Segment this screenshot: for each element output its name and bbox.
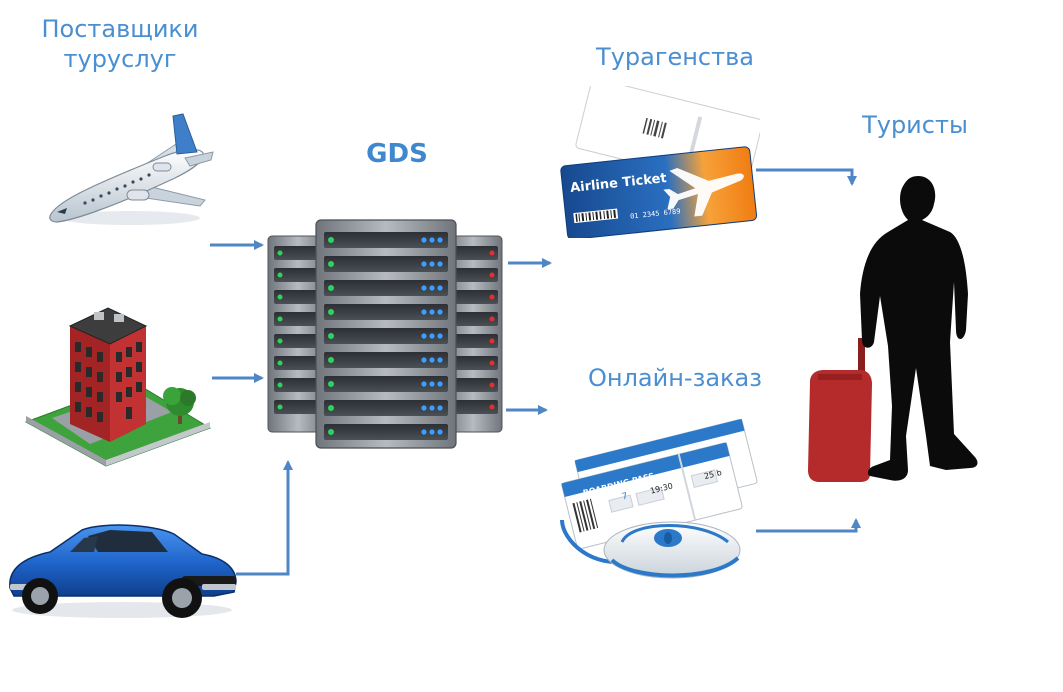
boarding-pass-mouse-icon: BOARDING PASS 7 19:30 25 b [552, 410, 762, 590]
building-icon [24, 307, 212, 467]
airline-ticket-icon: Airline Ticket 01 2345 6789 [560, 86, 760, 238]
suitcase-icon [808, 338, 872, 482]
arrow-agencies-to-tourists [756, 168, 857, 186]
agencies-title: Турагенства [596, 43, 754, 71]
arrow-car-to-gds [236, 460, 293, 576]
suppliers-title-line2: туруслуг [63, 45, 177, 73]
server-rack-icon [267, 219, 503, 449]
tourist-silhouette-icon [808, 176, 978, 482]
suppliers-title-line1: Поставщики [41, 15, 199, 43]
arrow-online-to-tourists [756, 518, 861, 533]
car-icon [9, 524, 237, 618]
airplane-icon [49, 113, 214, 225]
online-booking-title: Онлайн-заказ [587, 364, 762, 392]
suppliers-title: Поставщики туруслуг [20, 14, 220, 74]
tourists-title: Туристы [862, 111, 968, 139]
gds-title: GDS [366, 139, 428, 169]
